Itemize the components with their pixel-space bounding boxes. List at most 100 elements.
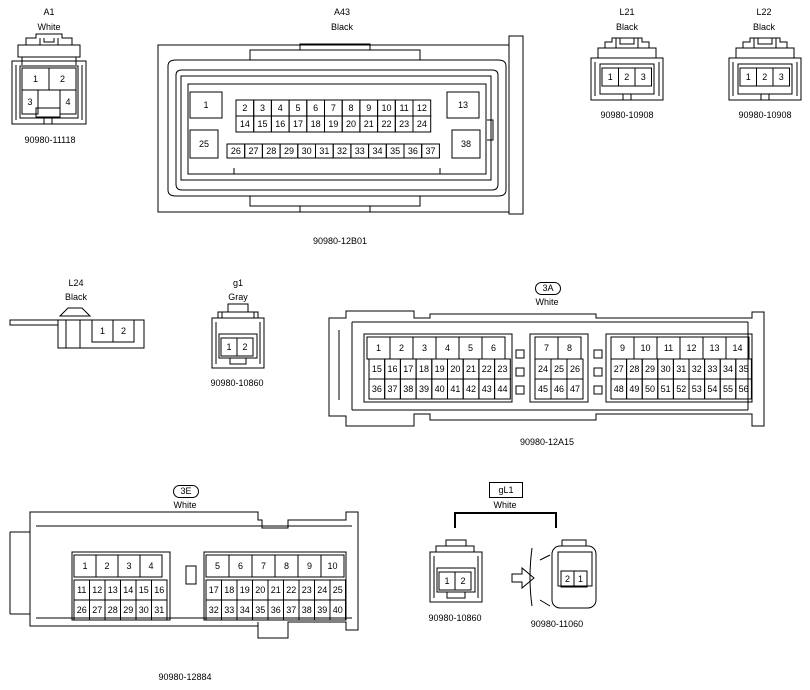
- gl1-left-pin-2: 2: [460, 576, 465, 586]
- a43-pin-37-cell: [421, 143, 440, 159]
- a1-part: 90980-11118: [24, 135, 76, 145]
- a43-pin-5: 5: [295, 103, 300, 113]
- 3e-pin-13: 13: [108, 585, 118, 595]
- l22-id: L22: [756, 7, 772, 17]
- 3e-pin-25: 25: [333, 585, 343, 595]
- a43-pin-19: 19: [328, 119, 338, 129]
- 3a-pin-30: 30: [661, 364, 671, 374]
- 3a-pin-33: 33: [707, 364, 717, 374]
- a1-pin-3: 3: [27, 97, 32, 107]
- 3e-pin-15: 15: [139, 585, 149, 595]
- 3a-pin-14: 14: [732, 343, 742, 353]
- 3a-pin-24: 24: [538, 364, 548, 374]
- a43-pin-13-cell: [446, 91, 480, 119]
- 3a-pin-42: 42: [466, 384, 476, 394]
- l21-pin-3-cell: [634, 67, 652, 87]
- 3e-pin-17: 17: [209, 585, 219, 595]
- l21-pin-2: 2: [624, 72, 629, 82]
- 3e-pin-11: 11: [77, 585, 86, 595]
- l21-pin-1: 1: [608, 72, 613, 82]
- l22-color: Black: [752, 22, 775, 32]
- 3a-id: 3A: [535, 282, 561, 295]
- a43-connector-body: [157, 35, 524, 215]
- 3e-pin-3: 3: [126, 561, 131, 571]
- 3e-connector-body: [9, 511, 359, 639]
- 3a-pin-47-cell: [566, 378, 584, 400]
- 3a-pin-31: 31: [676, 364, 686, 374]
- 3a-pin-12: 12: [686, 343, 696, 353]
- a43-pin-26: 26: [231, 146, 241, 156]
- 3a-pin-46: 46: [554, 384, 564, 394]
- g1-color: Gray: [228, 292, 248, 302]
- 3e-pin-1: 1: [82, 561, 87, 571]
- 3e-color: White: [173, 500, 197, 510]
- 3a-pin-51: 51: [661, 384, 671, 394]
- a43-pin-10: 10: [381, 103, 391, 113]
- 3e-pin-20: 20: [255, 585, 265, 595]
- 3a-pin-47: 47: [570, 384, 580, 394]
- gl1-part-left: 90980-10860: [428, 613, 482, 623]
- 3e-pin-38: 38: [302, 605, 312, 615]
- 3a-pin-29: 29: [645, 364, 655, 374]
- 3a-pin-39: 39: [419, 384, 429, 394]
- a1-pin-3-cell: [21, 89, 39, 115]
- l24-pin-1: 1: [100, 326, 105, 336]
- 3e-pin-2: 2: [104, 561, 109, 571]
- gl1-right-pin-1: 1: [578, 574, 583, 584]
- 3a-pin-28: 28: [629, 364, 639, 374]
- 3a-pin-4: 4: [445, 343, 450, 353]
- 3e-pin-33: 33: [224, 605, 234, 615]
- g1-id: g1: [232, 278, 243, 288]
- 3e-pin-10: 10: [327, 561, 337, 571]
- l22-pin-3: 3: [779, 72, 784, 82]
- 3a-pin-19: 19: [435, 364, 445, 374]
- 3e-pin-37: 37: [286, 605, 296, 615]
- 3e-pin-23: 23: [302, 585, 312, 595]
- gl1-left-pin-1: 1: [444, 576, 449, 586]
- l24-pin-2: 2: [121, 326, 126, 336]
- 3e-pin-14: 14: [123, 585, 133, 595]
- a43-pin-17: 17: [293, 119, 303, 129]
- 3e-pin-34: 34: [240, 605, 250, 615]
- l22-connector-body: [728, 37, 802, 101]
- a43-pin-38-cell: [451, 129, 481, 159]
- a1-connector-body: [11, 33, 87, 125]
- a43-pin-38: 38: [461, 139, 471, 149]
- 3a-pin-10: 10: [640, 343, 650, 353]
- a43-pin-14: 14: [240, 119, 250, 129]
- 3e-pin-31: 31: [154, 605, 164, 615]
- 3e-pin-28: 28: [108, 605, 118, 615]
- gl1-right-pin-2: 2: [565, 574, 570, 584]
- 3a-pin-44: 44: [497, 384, 507, 394]
- a43-pin-3: 3: [260, 103, 265, 113]
- g1-part: 90980-10860: [210, 378, 264, 388]
- 3a-pin-37: 37: [388, 384, 398, 394]
- 3e-pin-19: 19: [240, 585, 250, 595]
- a43-pin-30: 30: [302, 146, 312, 156]
- 3a-pin-27: 27: [614, 364, 624, 374]
- 3a-pin-34: 34: [723, 364, 733, 374]
- l21-color: Black: [615, 22, 638, 32]
- a43-pin-37: 37: [426, 146, 436, 156]
- 3a-pin-5: 5: [468, 343, 473, 353]
- 3a-color: White: [535, 297, 559, 307]
- a43-pin-15: 15: [258, 119, 268, 129]
- 3a-pin-36: 36: [372, 384, 382, 394]
- 3e-part: 90980-12884: [158, 672, 212, 682]
- 3e-pin-27: 27: [92, 605, 102, 615]
- 3a-pin-17: 17: [403, 364, 413, 374]
- a43-pin-31: 31: [319, 146, 329, 156]
- 3e-pin-32: 32: [209, 605, 219, 615]
- a43-pin-25-cell: [189, 129, 219, 159]
- a43-pin-11: 11: [399, 103, 408, 113]
- a1-pin-2: 2: [60, 74, 65, 84]
- 3e-pin-30: 30: [139, 605, 149, 615]
- a43-pin-22: 22: [381, 119, 391, 129]
- 3a-pin-2: 2: [399, 343, 404, 353]
- 3e-pin-16: 16: [154, 585, 164, 595]
- 3a-pin-49: 49: [629, 384, 639, 394]
- 3e-pin-31-cell: [151, 599, 168, 621]
- 3e-pin-8: 8: [284, 561, 289, 571]
- a43-pin-18: 18: [311, 119, 321, 129]
